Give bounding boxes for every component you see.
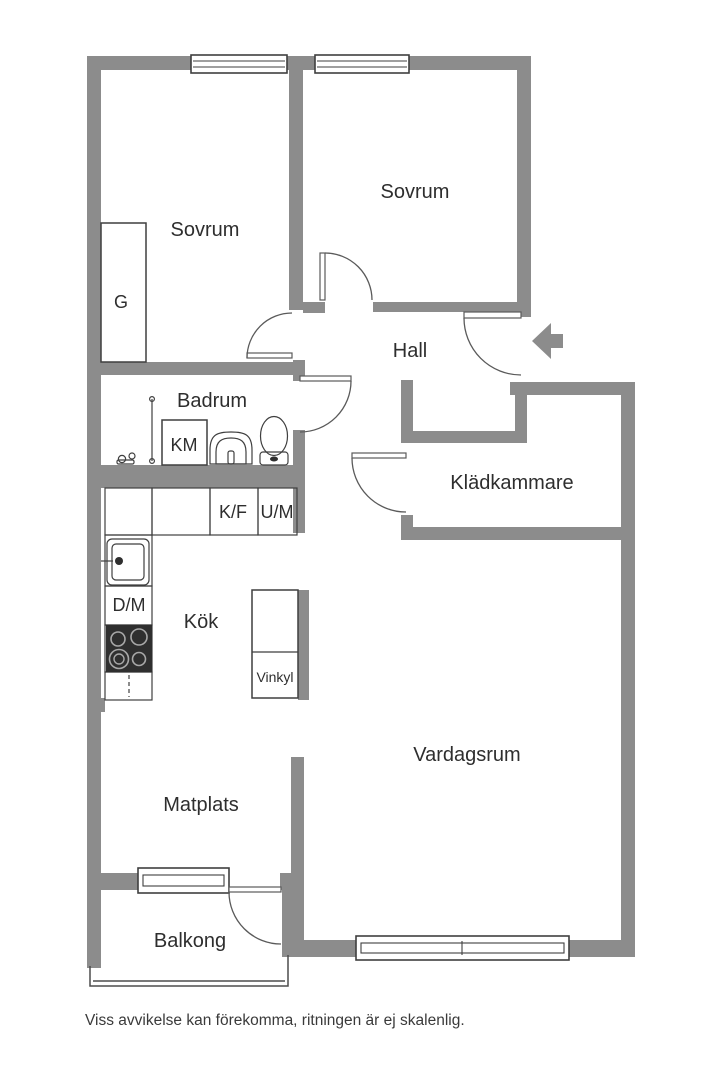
wall — [401, 527, 635, 540]
window-vardagsrum — [355, 935, 570, 961]
window-matplats — [137, 867, 230, 894]
wall — [87, 56, 101, 968]
wall — [401, 380, 413, 440]
wall — [293, 375, 305, 381]
bathroom-sink-icon — [209, 431, 253, 465]
label-vinkyl: Vinkyl — [256, 669, 293, 685]
wall — [282, 873, 300, 957]
wall — [515, 393, 527, 443]
label-badrum: Badrum — [177, 390, 247, 412]
label-hall: Hall — [393, 340, 427, 362]
disclaimer-text: Viss avvikelse kan förekomma, ritningen … — [85, 1012, 465, 1029]
stove-icon — [106, 625, 152, 672]
wall — [510, 382, 635, 395]
label-kladkammare: Klädkammare — [450, 472, 573, 494]
wardrobe-outline — [100, 222, 147, 363]
kitchen-sink-icon — [101, 538, 150, 586]
label-garderob: G — [114, 292, 128, 312]
toilet-icon — [259, 415, 289, 466]
wine-cooler-unit — [251, 589, 299, 699]
label-vardagsrum: Vardagsrum — [413, 744, 520, 766]
wall — [401, 431, 527, 443]
door-balkong — [228, 886, 282, 945]
label-balkong: Balkong — [154, 930, 226, 952]
walls — [87, 56, 635, 968]
door-kladkammare — [351, 452, 407, 513]
shower-mixer-icon — [116, 452, 136, 465]
label-sovrum2: Sovrum — [381, 181, 450, 203]
label-matplats: Matplats — [163, 794, 239, 816]
wall — [621, 382, 635, 957]
kitchen-cabinets — [104, 487, 298, 536]
door-entrance — [463, 311, 522, 376]
label-tvattmaskin: KM — [171, 435, 198, 455]
wall — [293, 360, 305, 378]
balcony-outline — [89, 955, 289, 987]
wall — [517, 56, 531, 317]
door-sovrum2 — [319, 252, 373, 301]
shower-rail-icon — [149, 396, 156, 465]
label-diskmaskin: D/M — [113, 595, 146, 615]
label-sovrum1: Sovrum — [171, 219, 240, 241]
window-sovrum1 — [190, 54, 288, 74]
wall — [87, 362, 305, 375]
door-badrum — [299, 375, 352, 433]
wall — [87, 698, 105, 712]
washing-machine — [161, 419, 208, 466]
entrance-arrow-icon — [532, 323, 563, 359]
label-kyl-frys: K/F — [219, 502, 247, 522]
label-kok: Kök — [184, 611, 219, 633]
door-sovrum1 — [246, 312, 293, 359]
window-sovrum2 — [314, 54, 410, 74]
wall — [298, 590, 309, 700]
wall — [289, 56, 303, 310]
wall — [373, 302, 519, 312]
wall — [303, 302, 325, 313]
wall — [87, 873, 142, 890]
wall — [87, 465, 305, 488]
wall — [87, 56, 531, 70]
label-ugn-micro: U/M — [261, 502, 294, 522]
